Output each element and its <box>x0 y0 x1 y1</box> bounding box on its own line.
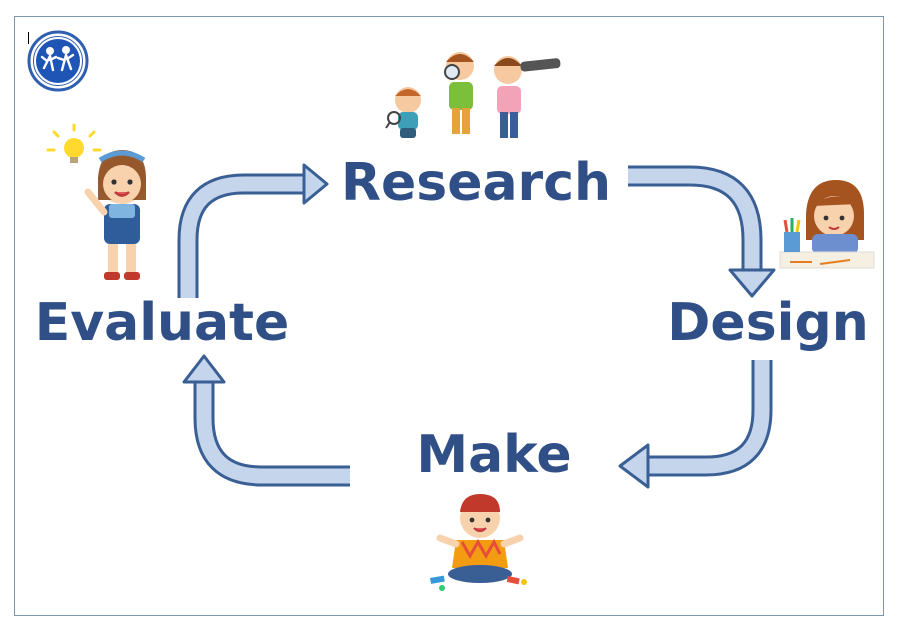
stage-label-make: Make <box>416 425 571 485</box>
arrow-make-to-evaluate <box>182 354 350 487</box>
arrow-research-to-design <box>628 165 776 298</box>
make-boy-illustration <box>430 494 527 591</box>
arrow-design-to-make <box>618 360 773 489</box>
evaluate-girl-illustration <box>46 123 146 280</box>
research-kids-illustration <box>385 52 561 138</box>
stage-label-research: Research <box>341 153 611 213</box>
design-girl-illustration <box>779 180 875 269</box>
pencil-cup-icon <box>783 218 801 252</box>
text-cursor <box>28 32 29 44</box>
lightbulb-icon <box>46 123 102 163</box>
school-badge-logo <box>27 30 89 92</box>
diagram-frame <box>14 16 884 616</box>
stage-label-evaluate: Evaluate <box>35 293 290 353</box>
arrow-evaluate-to-research <box>177 163 329 298</box>
stage-label-design: Design <box>667 293 868 353</box>
